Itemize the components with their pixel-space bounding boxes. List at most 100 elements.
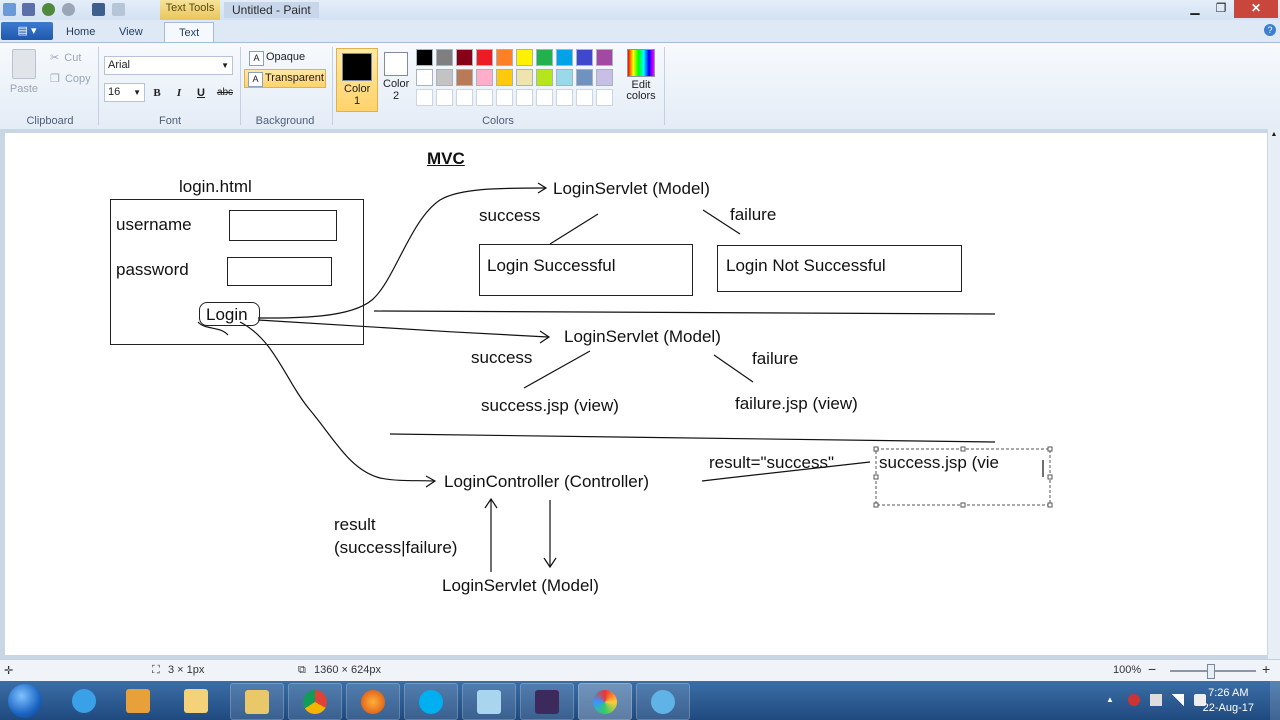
taskbar-paint[interactable] <box>578 683 632 720</box>
color2-button[interactable]: Color 2 <box>376 48 416 110</box>
palette-swatch[interactable] <box>456 49 473 66</box>
palette-swatch[interactable] <box>536 69 553 86</box>
taskbar-explorer[interactable] <box>230 683 284 720</box>
italic-button[interactable]: I <box>176 87 182 99</box>
zoom-level: 100% <box>1113 664 1142 676</box>
strikethrough-button[interactable]: abc <box>216 87 234 98</box>
palette-swatch[interactable] <box>576 69 593 86</box>
tab-text[interactable]: Text <box>164 22 215 44</box>
palette-swatch[interactable] <box>556 49 573 66</box>
cut-label: Cut <box>64 52 82 64</box>
volume-icon[interactable] <box>1194 694 1206 706</box>
customize-quick-access-icon[interactable] <box>112 3 125 16</box>
system-clock[interactable]: 7:26 AM 22-Aug-17 <box>1203 686 1254 716</box>
arrowhead-3 <box>425 475 437 488</box>
zoom-out-button[interactable]: − <box>1148 661 1157 677</box>
resize-handle <box>873 474 879 480</box>
palette-swatch[interactable] <box>416 89 433 106</box>
bold-button[interactable]: B <box>153 87 161 99</box>
paint-app-icon[interactable] <box>3 3 16 16</box>
taskbar-notepad[interactable] <box>462 683 516 720</box>
palette-swatch[interactable] <box>416 49 433 66</box>
palette-swatch[interactable] <box>436 49 453 66</box>
zoom-in-button[interactable]: + <box>1262 661 1271 677</box>
palette-swatch[interactable] <box>476 69 493 86</box>
palette-swatch[interactable] <box>576 89 593 106</box>
palette-swatch[interactable] <box>436 69 453 86</box>
tab-home[interactable]: Home <box>66 26 96 38</box>
taskbar-outlook[interactable] <box>170 683 222 718</box>
taskbar-skype[interactable] <box>404 683 458 720</box>
paste-button[interactable]: Paste <box>6 49 42 99</box>
palette-swatch[interactable] <box>456 69 473 86</box>
success-jsp-label: success.jsp (view) <box>481 396 619 415</box>
palette-swatch[interactable] <box>496 49 513 66</box>
taskbar-ie[interactable] <box>58 683 110 718</box>
taskbar-eclipse[interactable] <box>520 683 574 720</box>
font-family-select[interactable]: Arial ▼ <box>104 56 233 75</box>
flag-icon[interactable] <box>1150 694 1162 706</box>
opaque-option[interactable]: A Opaque <box>246 49 346 66</box>
palette-swatch[interactable] <box>456 89 473 106</box>
paste-label: Paste <box>9 83 39 95</box>
taskbar-app[interactable] <box>636 683 690 720</box>
paint-palette-icon <box>593 690 617 714</box>
palette-swatch[interactable] <box>476 49 493 66</box>
redo-icon[interactable] <box>62 3 75 16</box>
close-button[interactable]: ✕ <box>1234 0 1278 18</box>
font-size-select[interactable]: 16 ▼ <box>104 83 145 102</box>
copy-button[interactable]: ❐ Copy <box>50 72 91 85</box>
palette-swatch[interactable] <box>516 89 533 106</box>
zoom-slider-thumb[interactable] <box>1207 664 1215 679</box>
taskbar-chrome[interactable] <box>288 683 342 720</box>
paint-menu-button[interactable]: ▤ ▾ <box>1 22 53 40</box>
frame-icon[interactable] <box>92 3 105 16</box>
undo-icon[interactable] <box>42 3 55 16</box>
arrow-curve-to-servlet-2 <box>257 319 549 338</box>
minimize-button[interactable]: ▁ <box>1190 1 1200 15</box>
underline-button[interactable]: U <box>197 87 205 99</box>
palette-swatch[interactable] <box>416 69 433 86</box>
taskbar-media[interactable] <box>112 683 164 718</box>
save-icon[interactable] <box>22 3 35 16</box>
palette-swatch[interactable] <box>576 49 593 66</box>
scroll-up-icon[interactable]: ▲ <box>1270 131 1278 138</box>
cursor-position-icon: ✛ <box>4 665 14 677</box>
drawing-canvas[interactable] <box>5 133 1267 655</box>
outlook-icon <box>184 689 208 713</box>
palette-swatch[interactable] <box>516 49 533 66</box>
password-label: password <box>116 260 189 279</box>
start-button[interactable] <box>8 684 42 718</box>
palette-swatch[interactable] <box>476 89 493 106</box>
signal-icon[interactable] <box>1172 694 1184 706</box>
palette-swatch[interactable] <box>596 49 613 66</box>
palette-swatch[interactable] <box>496 69 513 86</box>
palette-swatch[interactable] <box>536 89 553 106</box>
palette-swatch[interactable] <box>536 49 553 66</box>
palette-swatch[interactable] <box>596 89 613 106</box>
edit-colors-button[interactable]: Edit colors <box>622 49 660 102</box>
taskbar-firefox[interactable] <box>346 683 400 720</box>
help-icon[interactable]: ? <box>1264 24 1276 36</box>
tab-view[interactable]: View <box>119 26 143 38</box>
resize-handle <box>960 446 966 452</box>
palette-swatch[interactable] <box>556 89 573 106</box>
color1-button[interactable]: Color 1 <box>336 48 378 112</box>
palette-swatch[interactable] <box>596 69 613 86</box>
vertical-scrollbar[interactable]: ▲ <box>1268 129 1280 659</box>
login-button-label: Login <box>206 305 248 324</box>
text-tool-editing-text[interactable]: success.jsp (vie <box>879 453 999 472</box>
palette-swatch[interactable] <box>496 89 513 106</box>
palette-swatch[interactable] <box>436 89 453 106</box>
servlet-label-2: LoginServlet (Model) <box>564 327 721 346</box>
show-desktop-button[interactable] <box>1270 681 1280 720</box>
cut-button[interactable]: ✂ Cut <box>50 51 81 64</box>
login-not-successful-box <box>717 245 962 292</box>
show-hidden-icons-button[interactable]: ▲ <box>1106 695 1114 704</box>
result-label: result <box>334 515 376 534</box>
palette-swatch[interactable] <box>516 69 533 86</box>
transparent-option[interactable]: A Transparent <box>244 69 326 88</box>
maximize-button[interactable]: ❐ <box>1215 1 1227 15</box>
palette-swatch[interactable] <box>556 69 573 86</box>
network-icon[interactable] <box>1128 694 1140 706</box>
